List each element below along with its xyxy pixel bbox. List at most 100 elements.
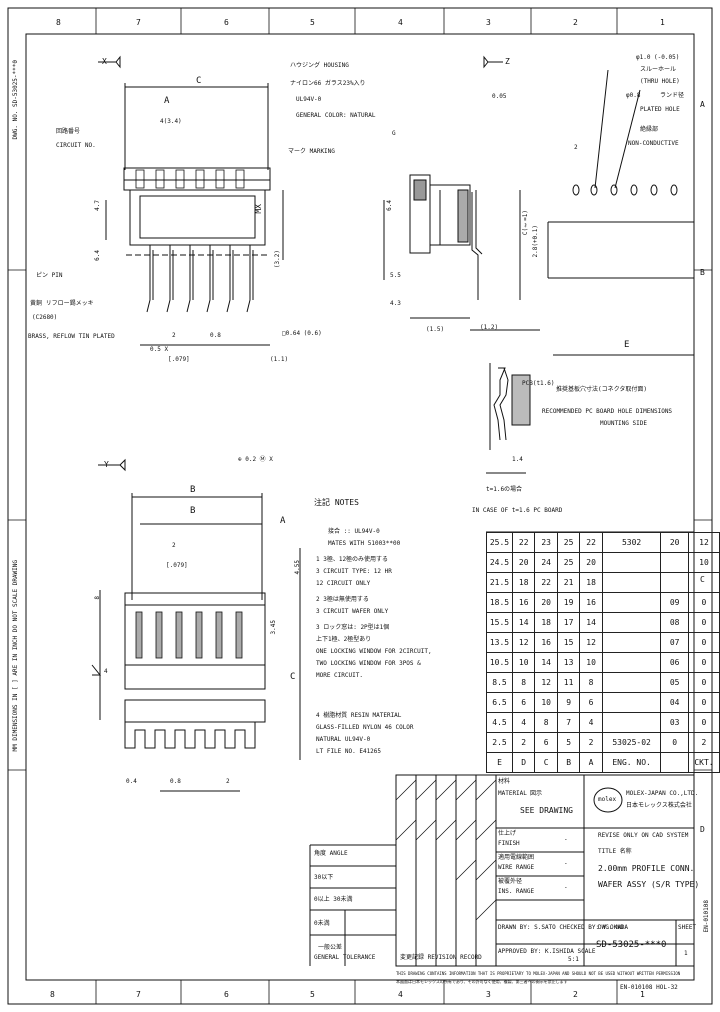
hole-thru-label: スルーホール: [640, 66, 677, 73]
pcb-case-en: IN CASE OF t=1.6 PC BOARD: [472, 507, 563, 514]
bom-cell: 4: [579, 712, 603, 733]
dim-0.05: 0.05: [492, 93, 507, 100]
bom-cell: 22: [511, 532, 536, 553]
bom-cell: [601, 692, 662, 713]
bom-cell: [601, 552, 662, 573]
bom-cell: CKT.: [687, 752, 720, 773]
bom-cell: 16: [579, 592, 603, 613]
bom-cell: 20: [579, 552, 603, 573]
bom-cell: 0: [687, 612, 720, 633]
dim-4.7: 4.7: [94, 200, 101, 211]
note-line: LT FILE NO. E41265: [316, 748, 382, 755]
col-mark-1: 1: [660, 18, 665, 27]
bom-cell: 10.5: [486, 652, 513, 673]
side-dims-note: MM DIMENSIONS IN [ ] ARE IN INCH DO NOT …: [12, 560, 19, 752]
dim-1.1: (1.1): [270, 356, 289, 363]
molex-logo: molex: [598, 796, 617, 803]
housing-material: ナイロン66 ガラス23%入り: [290, 80, 366, 87]
circuit-no-en: CIRCUIT NO.: [56, 142, 96, 149]
bom-cell: 8: [534, 712, 558, 733]
col-mark-bottom-2: 2: [573, 990, 578, 999]
finish-en: FINISH: [498, 840, 520, 847]
material-value: SEE DRAWING: [520, 806, 573, 815]
side-view-drawing: [383, 55, 540, 331]
col-mark-2: 2: [573, 18, 578, 27]
pcb-case-jp: t=1.6の場合: [486, 486, 523, 493]
nonconductive-jp: 絶縁部: [640, 126, 659, 133]
bom-cell: 12: [579, 632, 603, 653]
note-line: GLASS-FILLED NYLON 46 COLOR: [316, 724, 414, 731]
note-line: 上下1極、2極型あり: [316, 636, 372, 643]
bom-cell: [601, 652, 662, 673]
dim-6.4: 6.4: [94, 250, 101, 261]
row-mark-a: A: [700, 100, 705, 109]
bom-cell: 16: [511, 592, 536, 613]
bom-cell: 20: [534, 592, 558, 613]
bom-cell: 6.5: [486, 692, 513, 713]
company-jp: 日本モレックス株式会社: [626, 802, 692, 809]
bom-cell: 10: [687, 552, 720, 573]
pcb-dim-sq: 2.8(+0.1): [532, 225, 539, 258]
housing-grade: UL94V-0: [296, 96, 322, 103]
dim-0.8-bottom: 0.8: [170, 778, 181, 785]
bom-cell: 0: [660, 732, 689, 753]
bom-cell: 14: [534, 652, 558, 673]
bom-cell: 13: [556, 652, 581, 673]
bom-cell: 23: [534, 532, 558, 553]
col-mark-7: 7: [136, 18, 141, 27]
revision-record: 変更記録 REVISION RECORD: [400, 954, 482, 961]
title-label: TITLE 名称: [598, 848, 632, 855]
dim-x-tol: 0.5 X: [150, 346, 169, 353]
bom-cell: 0: [687, 692, 720, 713]
bom-cell: 0: [687, 632, 720, 653]
bom-cell: 5: [556, 732, 581, 753]
bom-cell: [601, 712, 662, 733]
pcb-dim-1.4: 1.4: [512, 456, 523, 463]
bom-cell: C: [534, 752, 558, 773]
col-mark-5: 5: [310, 18, 315, 27]
dim-0.8-top: 0.8: [210, 332, 221, 339]
bom-cell: 19: [556, 592, 581, 613]
row-mark-d: D: [700, 825, 705, 834]
bom-cell: [601, 672, 662, 693]
ins-en: INS. RANGE: [498, 888, 535, 895]
pcb-dim-2: 2: [574, 144, 578, 151]
bom-cell: D: [511, 752, 536, 773]
row-mark-b: B: [700, 268, 705, 277]
g-label: G: [392, 130, 396, 137]
dim-ref-a-bottom: A: [280, 516, 286, 526]
bom-cell: 08: [660, 612, 689, 633]
label-a-top: A: [164, 96, 170, 106]
wire-en: WIRE RANGE: [498, 864, 535, 871]
bom-cell: 16: [534, 632, 558, 653]
side-dim-4.3: 4.3: [390, 300, 401, 307]
revise-note: REVISE ONLY ON CAD SYSTEM: [598, 832, 689, 839]
bom-cell: 2: [687, 732, 720, 753]
pin-number-4: 4: [104, 668, 108, 675]
hole-thru-dia: φ1.0 (-0.05): [636, 54, 680, 61]
note-line: MORE CIRCUIT.: [316, 672, 363, 679]
approved-by: APPROVED BY: K.ISHIDA SCALE: [498, 948, 596, 955]
note-line: 3 CIRCUIT TYPE: 12 HR: [316, 568, 392, 575]
bom-cell: [601, 592, 662, 613]
bom-cell: 05: [660, 672, 689, 693]
bom-cell: 15.5: [486, 612, 513, 633]
title-line-2: WAFER ASSY (S/R TYPE): [598, 880, 700, 889]
marking-label: マーク MARKING: [288, 148, 335, 155]
material-value-jp: 図示: [530, 790, 543, 797]
dim-2b-bottom: 2: [226, 778, 230, 785]
pin-label: ピン PIN: [36, 272, 63, 279]
ins-jp: 被覆外径: [498, 878, 523, 885]
bom-cell: 10: [534, 692, 558, 713]
bom-cell: 24.5: [486, 552, 513, 573]
top-view-drawing: [98, 55, 284, 346]
note-line: 1 3極、12極のみ使用する: [316, 556, 389, 563]
bom-cell: 0: [687, 672, 720, 693]
notes-heading: 注記 NOTES: [314, 498, 359, 507]
note-line: ONE LOCKING WINDOW FOR 2CIRCUIT,: [316, 648, 432, 655]
note-line: 2 3極は無使用する: [316, 596, 369, 603]
